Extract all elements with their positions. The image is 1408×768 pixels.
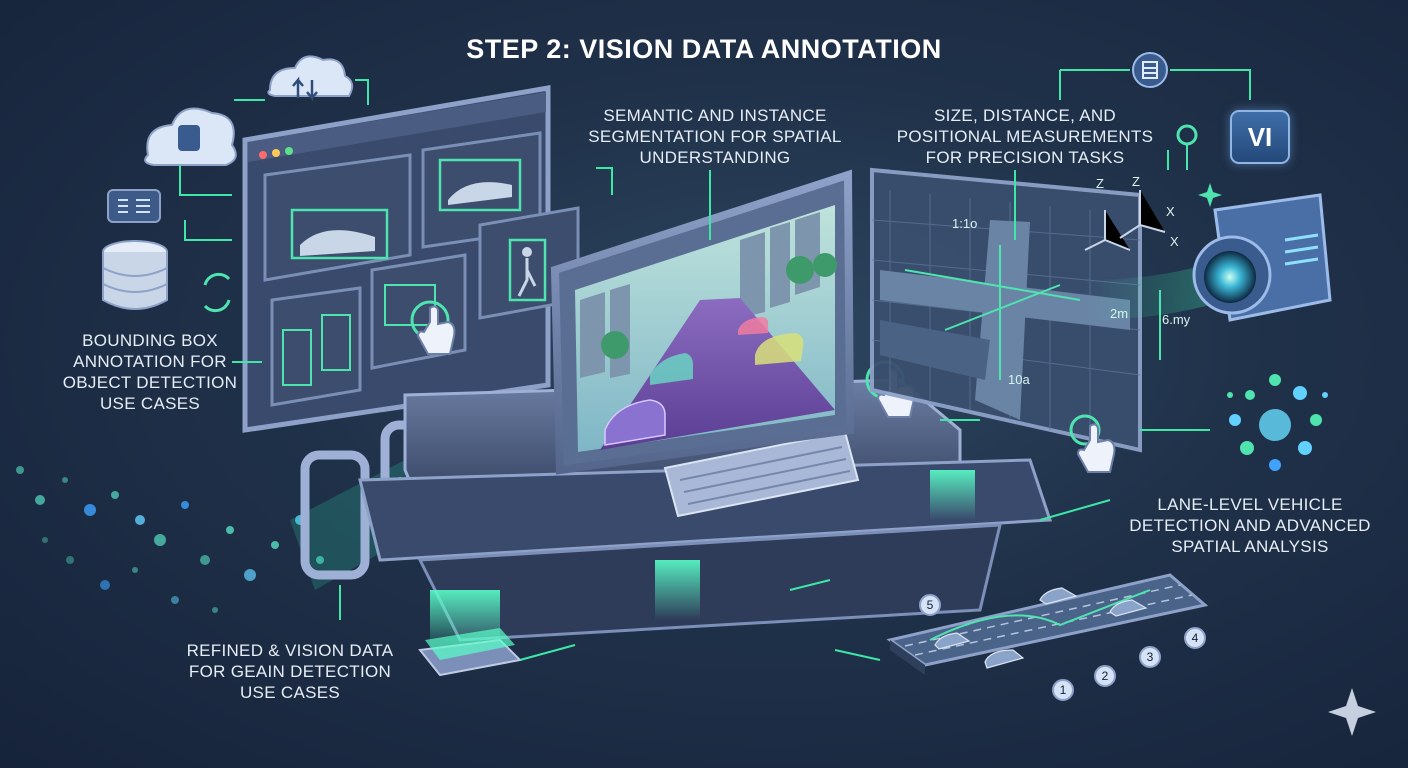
- axis-gizmo: [1084, 190, 1166, 251]
- database-icon: [102, 240, 168, 310]
- segmented-car: [604, 399, 666, 446]
- svg-text:1: 1: [1060, 683, 1067, 697]
- svg-text:3: 3: [1147, 650, 1154, 664]
- measure-mark-1: 1:1o: [952, 216, 977, 231]
- lane-number-4: [1184, 627, 1206, 649]
- camera-icon: [1084, 193, 1332, 322]
- svg-text:5: 5: [927, 598, 934, 612]
- lane-number-2: [1094, 665, 1116, 687]
- axis-x-label: X: [1170, 234, 1179, 249]
- measurement-map-panel: [870, 167, 1166, 453]
- measure-mark-4: 10a: [1008, 372, 1030, 387]
- measure-mark-2: 2m: [1110, 306, 1128, 321]
- bounding-box-monitor: [242, 85, 580, 433]
- axis-x-label: X: [1166, 204, 1175, 219]
- image-tile: [270, 286, 362, 407]
- axis-z-label: Z: [1096, 176, 1104, 191]
- particle-stream: [16, 466, 324, 613]
- segmented-car: [755, 333, 804, 365]
- label-lane-level: LANE-LEVEL VEHICLE DETECTION AND ADVANCE…: [1129, 495, 1371, 556]
- axis-z-label: Z: [1132, 174, 1140, 189]
- connector-lines: [179, 69, 1251, 661]
- lane-number-markers: 1 2 3 4 5: [919, 594, 1206, 701]
- tree: [601, 253, 837, 359]
- svg-text:4: 4: [1192, 631, 1199, 645]
- measurement-lines: [904, 245, 1161, 380]
- upload-download-icon: [267, 55, 354, 102]
- laptop-console: [358, 169, 1053, 642]
- server-icon: [107, 189, 161, 223]
- label-refined-data: REFINED & VISION DATA FOR GEAIN DETECTIO…: [186, 641, 394, 702]
- hand-cursor-icon: [410, 300, 456, 355]
- lane-road-panel: [886, 573, 1209, 675]
- label-semantic-segmentation: SEMANTIC AND INSTANCE SEGMENTATION FOR S…: [588, 106, 842, 167]
- lane-number-5: [919, 594, 941, 616]
- lane-car: [934, 587, 1148, 669]
- image-tile: [263, 153, 412, 282]
- dot-cluster: [1227, 374, 1328, 471]
- keyboard: [663, 430, 860, 518]
- sparkle-icon: [1198, 183, 1222, 207]
- segmented-car: [738, 317, 769, 335]
- pin-icon: [1176, 124, 1198, 170]
- measure-mark-3: 6.my: [1162, 312, 1191, 327]
- svg-text:2: 2: [1102, 669, 1109, 683]
- page-title: STEP 2: VISION DATA ANNOTATION: [466, 34, 942, 64]
- sparkle-icon: [1328, 688, 1376, 736]
- cloud-database-icon: [144, 107, 237, 166]
- label-bounding-box: BOUNDING BOX ANNOTATION FOR OBJECT DETEC…: [62, 331, 238, 413]
- vi-badge: VI: [1230, 110, 1290, 164]
- refresh-icon: [203, 272, 231, 313]
- hand-cursor-icon: [1069, 414, 1116, 473]
- label-measurements: SIZE, DISTANCE, AND POSITIONAL MEASUREME…: [896, 106, 1154, 167]
- lane-number-1: [1052, 679, 1074, 701]
- segmented-car: [650, 353, 693, 385]
- lane-number-3: [1139, 646, 1161, 668]
- database-icon: [1132, 52, 1168, 88]
